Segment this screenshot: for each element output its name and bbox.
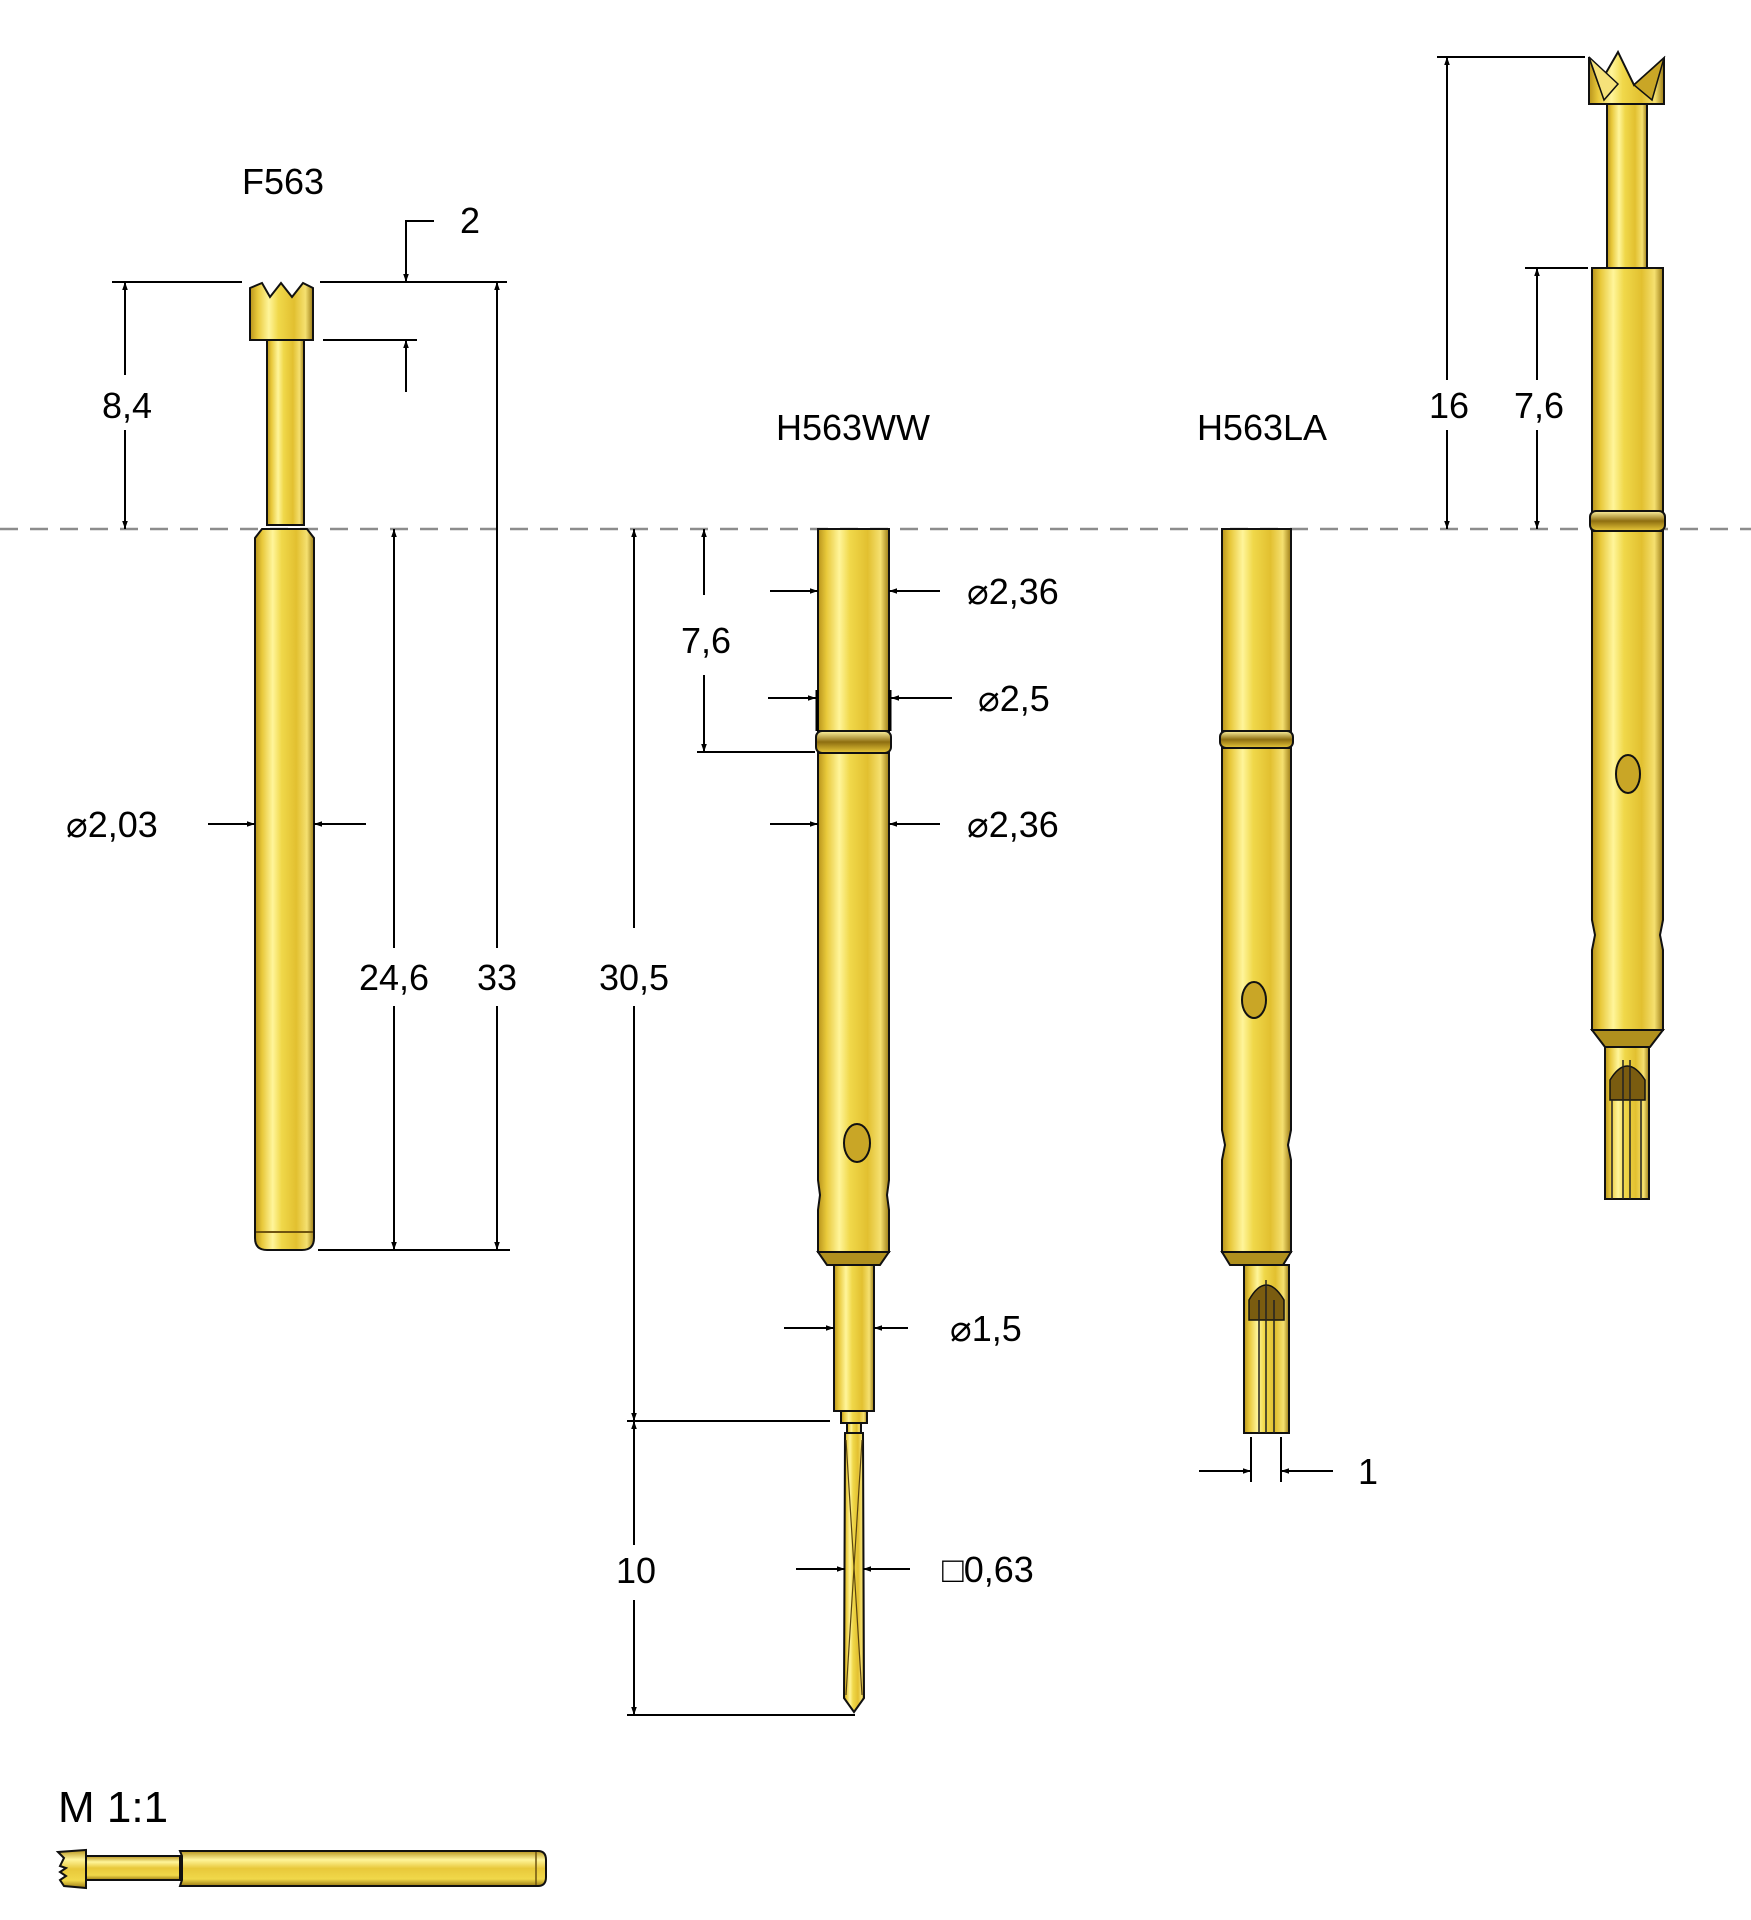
side-hole-icon [843,1123,871,1163]
dim-dia-top: ⌀2,36 [967,571,1059,612]
dim-barrel-length: 24,6 [359,957,429,998]
dim-total-length: 33 [477,957,517,998]
dim-dia-body: ⌀2,36 [967,804,1059,845]
part-assembly: 16 7,6 [1429,49,1666,1200]
part-label-h563ww: H563WW [776,407,930,448]
dim-diameter: ⌀2,03 [66,804,158,845]
part-f563: F563 2 8,4 24,6 33 ⌀2,03 [66,161,517,1251]
side-hole-icon [1615,754,1641,794]
dim-dia-tail: ⌀1,5 [950,1308,1022,1349]
dim-tail-width: 1 [1358,1451,1378,1492]
part-h563ww: H563WW 7,6 30,5 10 [599,407,1059,1716]
dim-barrel-above-plane: 7,6 [1514,385,1564,426]
dim-square-tail: □0,63 [942,1549,1034,1590]
dim-total-length-ww: 30,5 [599,957,669,998]
dim-crown-height: 2 [460,200,480,241]
dim-tail-length: 10 [616,1550,656,1591]
crown-tip-icon [55,1848,87,1890]
side-hole-icon [1241,981,1267,1019]
part-h563la: H563LA 1 [1197,407,1378,1492]
part-label-h563la: H563LA [1197,407,1327,448]
dim-upper-length: 7,6 [681,620,731,661]
scale-label: M 1:1 [58,1783,168,1832]
dim-above-plane: 8,4 [102,385,152,426]
slotted-tail-icon [1609,1065,1646,1101]
part-label-f563: F563 [242,161,324,202]
crown-tip-icon [249,281,314,341]
scale-preview: M 1:1 [55,1783,547,1890]
dim-assembly-above-plane: 16 [1429,385,1469,426]
dim-dia-collar: ⌀2,5 [978,678,1050,719]
